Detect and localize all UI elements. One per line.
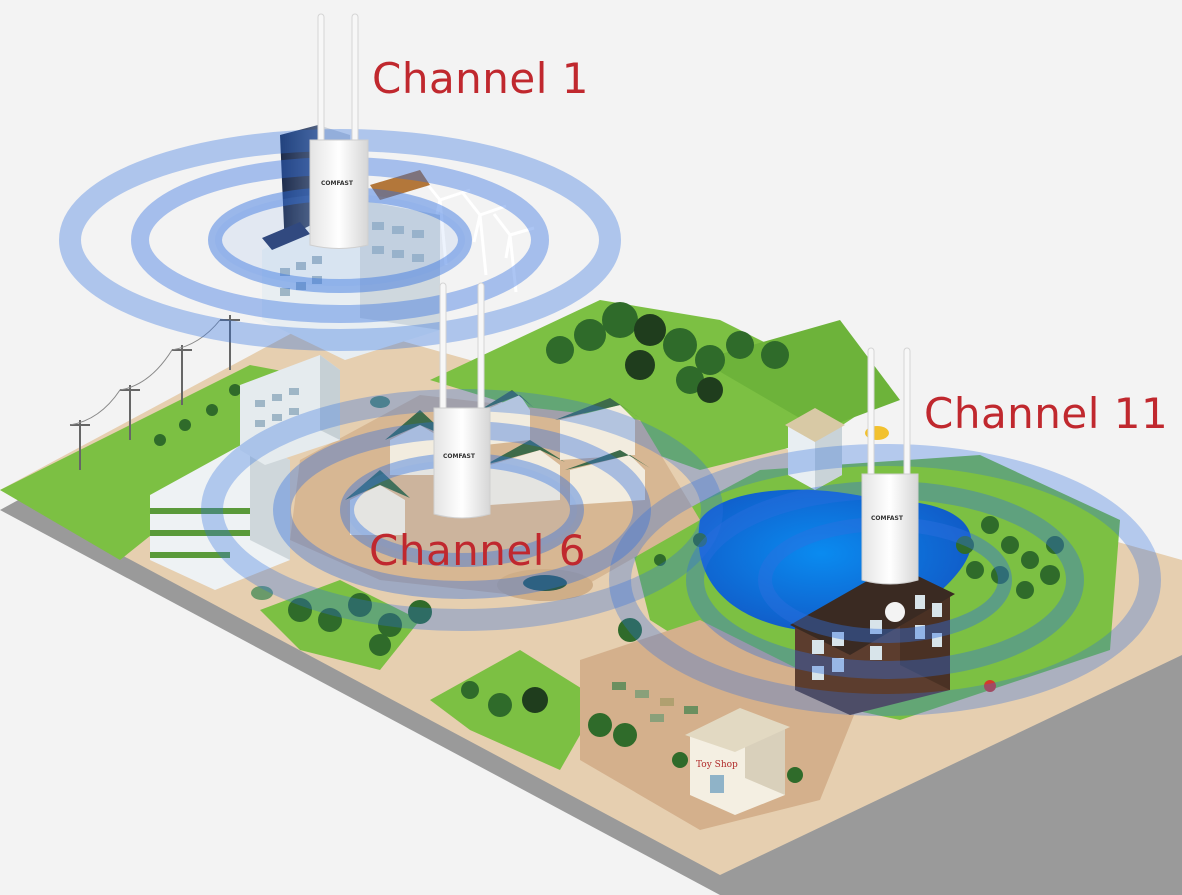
channel-1-label: Channel 1 bbox=[372, 54, 590, 103]
small-building bbox=[785, 408, 845, 490]
wind-turbines bbox=[418, 174, 535, 293]
access-point-brand: COMFAST bbox=[871, 515, 904, 522]
access-point-brand: COMFAST bbox=[321, 180, 354, 187]
school-building bbox=[790, 565, 955, 715]
access-point-brand: COMFAST bbox=[443, 453, 476, 460]
houses bbox=[345, 390, 650, 535]
power-lines bbox=[69, 315, 240, 470]
access-point-channel-1: COMFAST bbox=[309, 13, 369, 249]
parking-lot bbox=[612, 682, 698, 722]
channel-6-label: Channel 6 bbox=[369, 526, 587, 575]
channel-11-label: Channel 11 bbox=[924, 389, 1169, 438]
shop-building: Toy Shop bbox=[685, 708, 790, 815]
trees bbox=[154, 302, 1064, 783]
access-point-channel-6: COMFAST bbox=[433, 282, 491, 519]
access-point-channel-11: COMFAST bbox=[861, 347, 919, 585]
shop-sign: Toy Shop bbox=[696, 760, 738, 770]
map-platform bbox=[0, 318, 1182, 895]
fountain bbox=[523, 575, 567, 591]
terraced-buildings bbox=[150, 355, 340, 590]
